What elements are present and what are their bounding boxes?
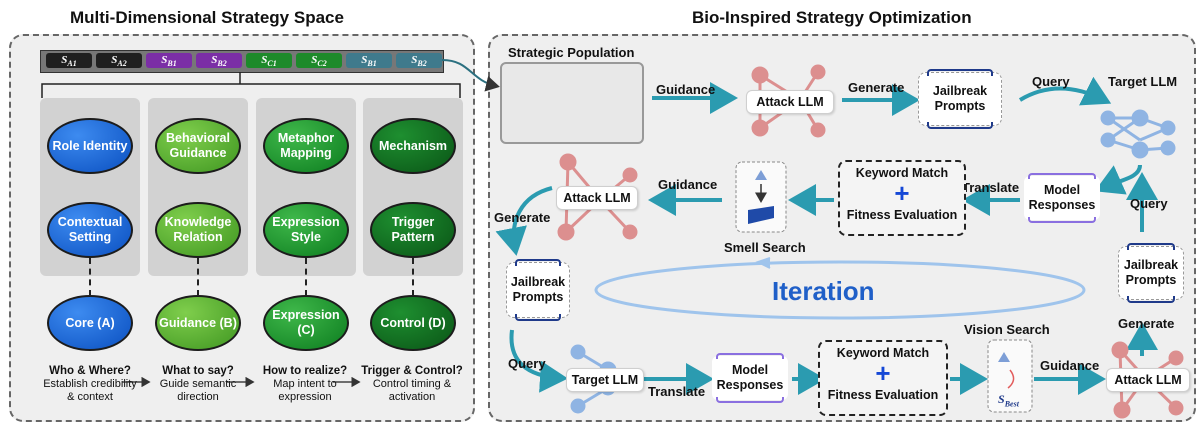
core-a-node: Core (A): [47, 295, 133, 351]
connector-guidance: [197, 258, 199, 296]
query-label-bottom: Query: [508, 356, 546, 371]
query-label-right: Query: [1130, 196, 1168, 211]
iteration-label: Iteration: [772, 276, 875, 306]
chip-s-c1: SC1: [246, 53, 292, 68]
plus-icon-top: +: [894, 178, 910, 208]
expression-style-node: Expression Style: [263, 202, 349, 258]
connector-core: [89, 258, 91, 296]
target-net-top: [1100, 109, 1176, 159]
guidance-label-bottom: Guidance: [1040, 358, 1100, 373]
keyword-fitness-top: Keyword Match + Fitness Evaluation: [838, 160, 966, 236]
left-panel-title: Multi-Dimensional Strategy Space: [70, 8, 344, 27]
right-panel-title: Bio-Inspired Strategy Optimization: [692, 8, 972, 27]
jailbreak-prompts-top: Jailbreak Prompts: [918, 69, 1002, 129]
query-label-top: Query: [1032, 74, 1070, 89]
chip-s-b2-alt: SB2: [396, 53, 442, 68]
question-expression: How to realize?Map intent to expression: [262, 365, 348, 403]
keyword-match-bottom: Keyword Match: [836, 346, 930, 360]
guidance-label-top: Guidance: [656, 82, 716, 97]
strategic-population-label: Strategic Population: [508, 45, 635, 60]
arrow-jailbreak-to-target-bottom: [509, 329, 568, 393]
attack-llm-middle: Attack LLM: [556, 186, 638, 210]
s-best-label: SBest: [998, 392, 1019, 409]
model-responses-top: Model Responses: [1024, 173, 1100, 223]
role-identity-node: Role Identity: [47, 118, 133, 174]
chip-s-c2: SC2: [296, 53, 342, 68]
translate-label-top: Translate: [962, 180, 1020, 195]
arrow-target-to-responses: [1094, 164, 1142, 195]
chip-to-population-link: [441, 59, 500, 92]
iteration-ring-arrowhead: [755, 257, 771, 269]
target-llm-top: Target LLM: [1108, 74, 1178, 89]
chip-s-b2: SB2: [196, 53, 242, 68]
contextual-setting-node: Contextual Setting: [47, 202, 133, 258]
chip-s-a2: SA2: [96, 53, 142, 68]
iteration-ring: [594, 260, 1086, 320]
translate-label-bottom: Translate: [648, 384, 706, 399]
generate-label-right: Generate: [1118, 316, 1175, 331]
knowledge-relation-node: Knowledge Relation: [155, 202, 241, 258]
question-core: Who & Where?Establish credibility & cont…: [43, 365, 137, 403]
question-guidance: What to say?Guide semantic direction: [159, 365, 237, 403]
jailbreak-prompts-right: Jailbreak Prompts: [1118, 243, 1184, 303]
attack-llm-top: Attack LLM: [746, 90, 834, 114]
arrow-jailbreak-to-target: [1018, 76, 1112, 106]
metaphor-mapping-node: Metaphor Mapping: [263, 118, 349, 174]
generate-label-top: Generate: [848, 80, 905, 95]
fitness-evaluation-top: Fitness Evaluation: [846, 208, 958, 222]
model-responses-bottom: Model Responses: [712, 353, 788, 403]
guidance-b-node: Guidance (B): [155, 295, 241, 351]
vision-search-label: Vision Search: [964, 322, 1050, 337]
vision-search-icon: [987, 339, 1033, 413]
trigger-pattern-node: Trigger Pattern: [370, 202, 456, 258]
connector-expression: [305, 258, 307, 296]
expression-c-node: Expression (C): [263, 295, 349, 351]
control-d-node: Control (D): [370, 295, 456, 351]
behavioral-guidance-node: Behavioral Guidance: [155, 118, 241, 174]
fitness-evaluation-bottom: Fitness Evaluation: [827, 388, 939, 402]
guidance-label-middle: Guidance: [658, 177, 718, 192]
jailbreak-prompts-left: Jailbreak Prompts: [506, 259, 570, 321]
bracket-lines: [41, 72, 461, 98]
generate-label-left: Generate: [494, 210, 551, 225]
keyword-match-top: Keyword Match: [855, 166, 949, 180]
chip-s-b1: SB1: [146, 53, 192, 68]
chip-s-a1: SA1: [46, 53, 92, 68]
smell-search-icon: [735, 161, 787, 233]
arrow-attack-to-jailbreak-left: [495, 186, 553, 256]
smell-search-label: Smell Search: [724, 240, 806, 255]
target-llm-bottom: Target LLM: [566, 368, 644, 392]
question-control: Trigger & Control?Control timing & activ…: [361, 365, 463, 403]
plus-icon-bottom: +: [875, 358, 891, 388]
strategic-population-box: [500, 62, 644, 144]
attack-llm-bottom: Attack LLM: [1106, 368, 1190, 392]
mechanism-node: Mechanism: [370, 118, 456, 174]
keyword-fitness-bottom: Keyword Match + Fitness Evaluation: [818, 340, 948, 416]
chip-s-b1-alt: SB1: [346, 53, 392, 68]
connector-control: [412, 258, 414, 296]
